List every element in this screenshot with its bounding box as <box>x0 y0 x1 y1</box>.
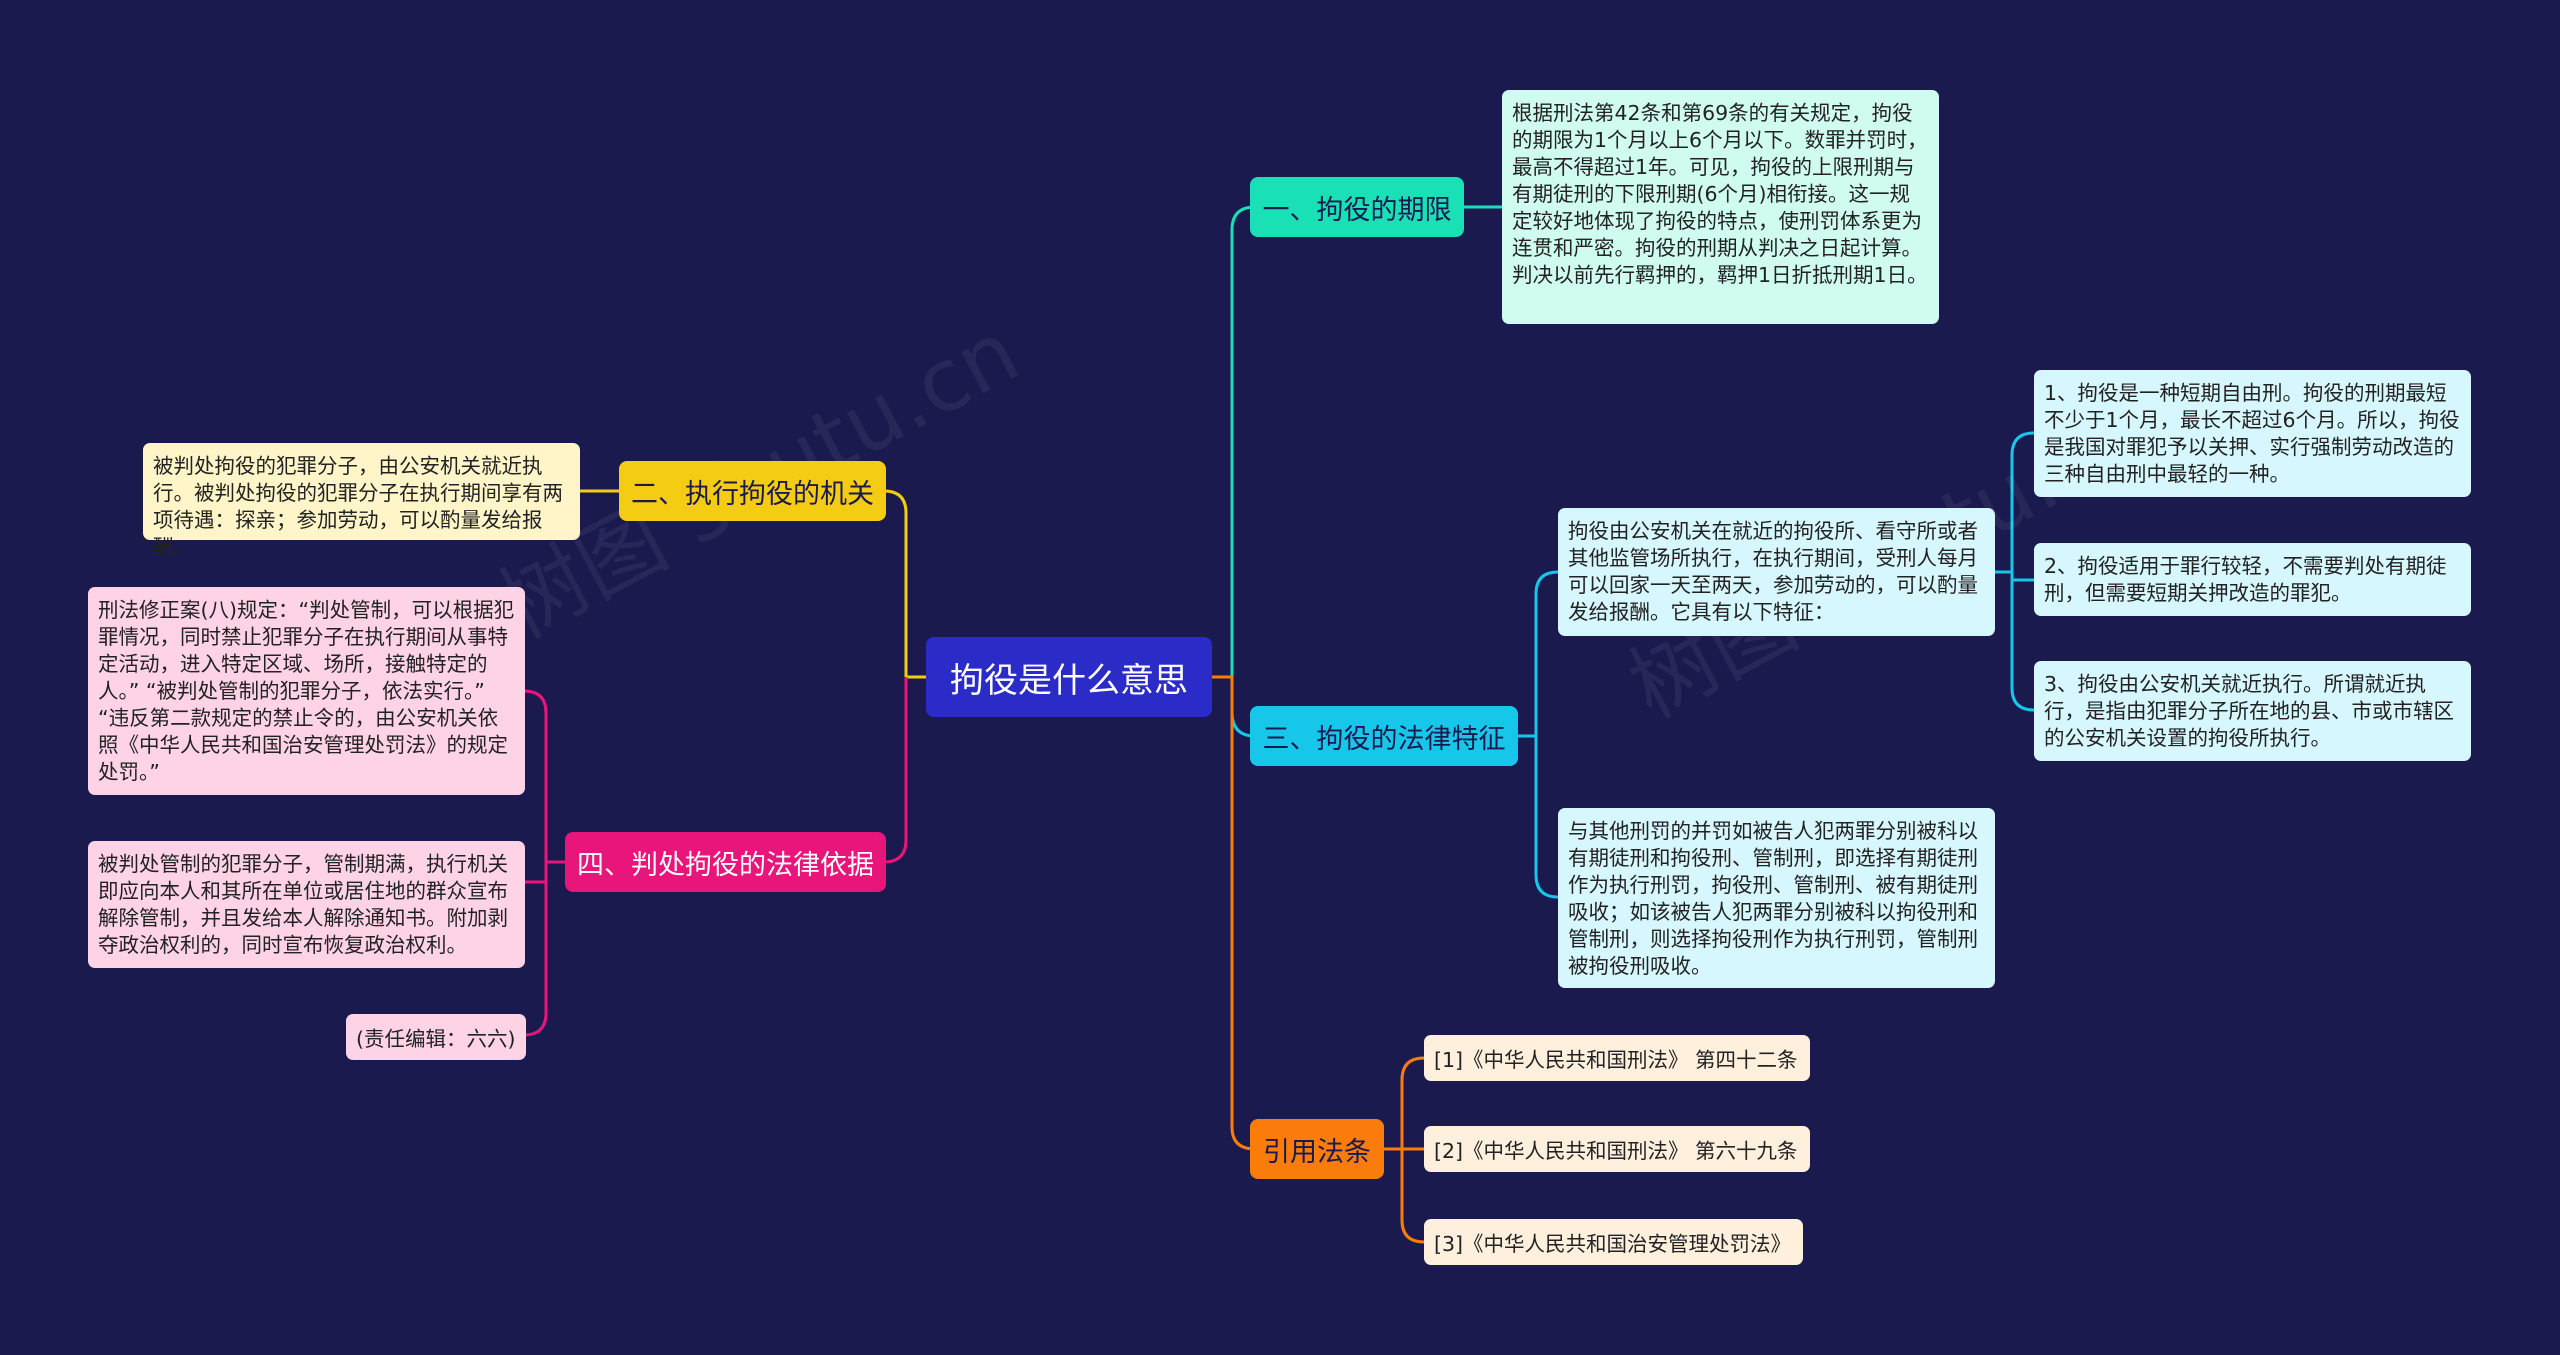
legal-basis-amendment-8: 刑法修正案(八)规定：“判处管制，可以根据犯罪情况，同时禁止犯罪分子在执行期间从… <box>88 587 525 795</box>
combined-punishment-note: 与其他刑罚的并罚如被告人犯两罪分别被科以有期徒刑和拘役刑、管制刑，即选择有期徒刑… <box>1558 808 1995 988</box>
term-description: 根据刑法第42条和第69条的有关规定，拘役的期限为1个月以上6个月以下。数罪并罚… <box>1502 90 1939 324</box>
execution-authority-description: 被判处拘役的犯罪分子，由公安机关就近执行。被判处拘役的犯罪分子在执行期间享有两项… <box>143 443 580 559</box>
editor-credit: (责任编辑：六六) <box>346 1014 526 1060</box>
feature-1: 1、拘役是一种短期自由刑。拘役的刑期最短不少于1个月，最长不超过6个月。所以，拘… <box>2034 370 2471 497</box>
branch-execution-authority[interactable]: 二、执行拘役的机关 <box>619 461 886 521</box>
branch-legal-features[interactable]: 三、拘役的法律特征 <box>1250 706 1518 766</box>
cited-law-1[interactable]: [1]《中华人民共和国刑法》 第四十二条 <box>1424 1035 1810 1081</box>
link-b4-texts <box>523 689 565 1037</box>
root-topic[interactable]: 拘役是什么意思 <box>926 637 1212 717</box>
feature-3: 3、拘役由公安机关就近执行。所谓就近执行，是指由犯罪分子所在地的县、市或市辖区的… <box>2034 661 2471 761</box>
link-b3main-features <box>1995 431 2035 712</box>
cited-law-3[interactable]: [3]《中华人民共和国治安管理处罚法》 <box>1424 1219 1803 1265</box>
cited-law-2[interactable]: [2]《中华人民共和国刑法》 第六十九条 <box>1424 1126 1810 1172</box>
branch-legal-basis[interactable]: 四、判处拘役的法律依据 <box>565 832 886 892</box>
features-intro: 拘役由公安机关在就近的拘役所、看守所或者其他监管场所执行，在执行期间，受刑人每月… <box>1558 508 1995 636</box>
branch-term[interactable]: 一、拘役的期限 <box>1250 177 1464 237</box>
link-b3-text2 <box>1534 736 1559 899</box>
link-b3-main <box>1518 570 1559 738</box>
legal-basis-control-expiry: 被判处管制的犯罪分子，管制期满，执行机关即应向本人和其所在单位或居住地的群众宣布… <box>88 841 525 968</box>
feature-2: 2、拘役适用于罪行较轻，不需要判处有期徒刑，但需要短期关押改造的罪犯。 <box>2034 543 2471 616</box>
link-root-b5 <box>1212 675 1256 1151</box>
link-root-b4 <box>883 677 908 864</box>
link-b5-refs <box>1384 1056 1425 1244</box>
branch-cited-laws[interactable]: 引用法条 <box>1250 1119 1384 1179</box>
link-root-b1 <box>1212 205 1256 679</box>
link-root-b2 <box>883 489 926 679</box>
